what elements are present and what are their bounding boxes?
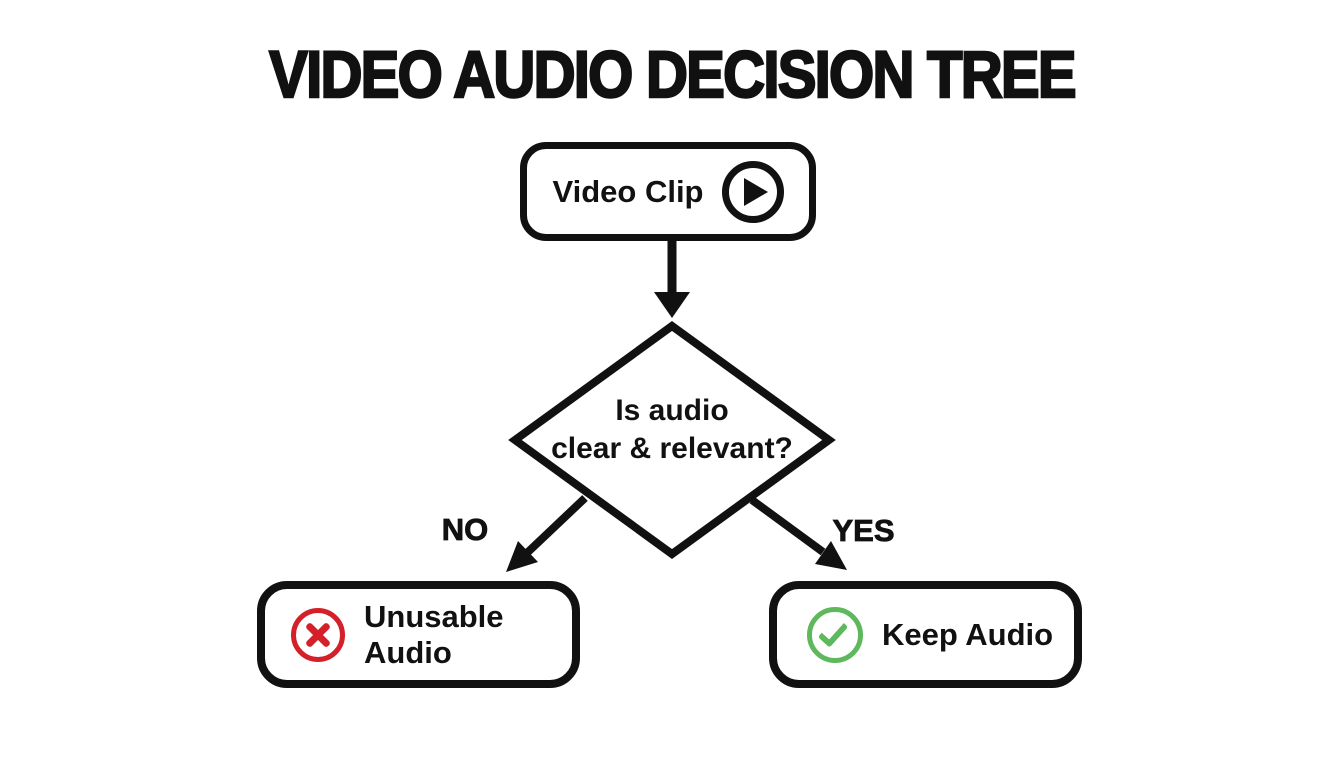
arrowhead-yes-icon: [815, 541, 847, 570]
edge-decision-to-reject: [525, 495, 588, 555]
decision-question: Is audio clear & relevant?: [512, 392, 832, 468]
edge-label-no: NO: [441, 512, 489, 548]
check-circle-icon: [807, 606, 863, 663]
decision-question-line2: clear & relevant?: [551, 432, 793, 465]
play-triangle-icon: [744, 177, 768, 206]
node-keep-audio: Keep Audio: [769, 581, 1082, 688]
x-circle-icon: [291, 607, 345, 662]
node-unusable-audio-label: Unusable Audio: [364, 598, 504, 670]
play-icon: [721, 160, 784, 223]
page-title: VIDEO AUDIO DECISION TREE: [268, 36, 1078, 112]
decision-diamond-shape: [508, 321, 836, 559]
node-video-clip: Video Clip: [520, 142, 816, 241]
edge-label-yes: YES: [832, 513, 895, 549]
node-video-clip-label: Video Clip: [552, 173, 704, 209]
arrowhead-down-icon: [654, 292, 690, 318]
node-unusable-audio: Unusable Audio: [257, 581, 580, 688]
decision-question-line1: Is audio: [615, 394, 729, 427]
arrowhead-no-icon: [506, 541, 538, 572]
edge-decision-to-accept: [749, 496, 826, 556]
node-keep-audio-label: Keep Audio: [882, 616, 1054, 652]
